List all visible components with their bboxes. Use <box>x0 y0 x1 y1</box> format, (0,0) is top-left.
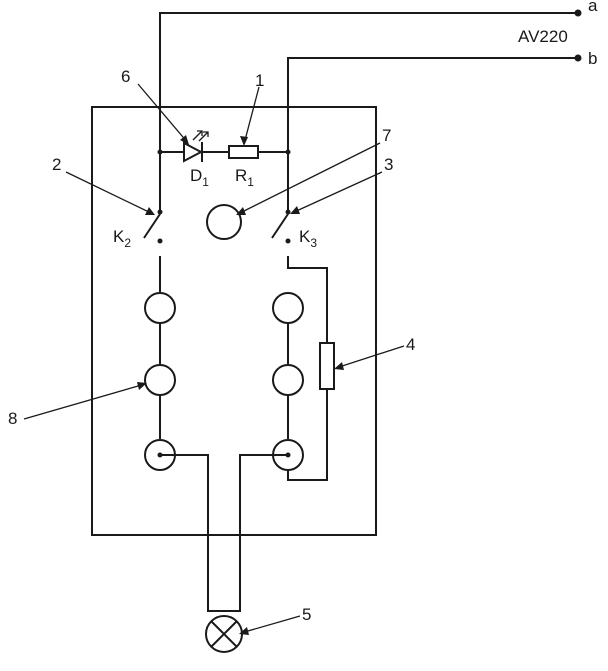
switch-k2-letter: K <box>113 227 125 246</box>
switch-k3-label: K3 <box>299 227 317 250</box>
led-arrow-2 <box>198 131 209 142</box>
leader-1 <box>243 86 260 145</box>
supply-label: AV220 <box>518 27 568 46</box>
switch-k2-bottom-contact <box>157 238 163 244</box>
callout-3: 3 <box>384 155 393 174</box>
resistor-letter: R <box>235 166 247 185</box>
switch-k3-letter: K <box>299 227 311 246</box>
leader-3 <box>291 171 383 214</box>
switch-k3-blade <box>271 213 289 239</box>
leader-8-arrow <box>137 382 147 390</box>
callout-7: 7 <box>382 126 391 145</box>
leader-8 <box>23 383 146 420</box>
socket-left-2 <box>144 364 176 396</box>
wire-b <box>287 57 576 152</box>
callout-1: 1 <box>255 71 264 90</box>
leader-4 <box>335 345 405 369</box>
switch-k2-sub: 2 <box>124 236 131 250</box>
switch-k3-top-contact <box>285 209 291 215</box>
diode-label: D1 <box>190 166 209 189</box>
leader-1-arrow <box>240 136 248 146</box>
lamp-cross-2 <box>210 620 238 648</box>
socket-right-1 <box>272 292 304 324</box>
leader-5-arrow <box>239 627 249 635</box>
callout-2: 2 <box>52 155 61 174</box>
leader-6 <box>137 83 189 144</box>
wire-from-fuse <box>287 389 328 481</box>
terminal-b-label: b <box>588 49 597 68</box>
led-arrow-1-head <box>197 130 203 136</box>
resistor-label: R1 <box>235 166 254 189</box>
switch-k3-sub: 3 <box>310 236 317 250</box>
callout-8: 8 <box>8 409 17 428</box>
socket-left-1 <box>144 292 176 324</box>
switch-k3-bottom-contact <box>285 238 291 244</box>
diode-letter: D <box>190 166 202 185</box>
switch-k2-label: K2 <box>113 227 131 250</box>
diode-symbol <box>183 141 204 163</box>
diode-sub: 1 <box>202 175 209 189</box>
terminal-a-label: a <box>588 0 598 15</box>
terminal-b-dot <box>574 54 582 62</box>
callout-4: 4 <box>406 335 415 354</box>
wire-lamp-right <box>224 454 288 612</box>
terminal-a-dot <box>574 9 582 17</box>
indicator-lamp <box>206 204 242 240</box>
wire-to-fuse <box>287 256 328 343</box>
switch-k2-top-contact <box>157 209 163 215</box>
fuse-symbol <box>319 342 335 390</box>
leader-2-arrow <box>145 207 155 215</box>
led-arrow-2-head <box>203 131 209 137</box>
resistor-sub: 1 <box>247 175 254 189</box>
leader-2 <box>65 171 154 215</box>
led-arrow-1 <box>192 130 203 141</box>
leader-7 <box>237 142 381 215</box>
callout-6: 6 <box>121 67 130 86</box>
switch-k2-blade <box>143 213 161 239</box>
resistor-symbol <box>228 145 259 159</box>
housing-box <box>91 106 377 536</box>
leader-5 <box>240 615 301 634</box>
leader-3-arrow <box>290 206 300 214</box>
leader-6-arrow <box>180 135 189 145</box>
leader-7-arrow <box>236 207 246 215</box>
callout-5: 5 <box>302 605 311 624</box>
socket-right-2 <box>272 364 304 396</box>
wire-lamp-left <box>160 454 224 612</box>
wire-a <box>159 12 576 152</box>
leader-4-arrow <box>334 362 344 370</box>
